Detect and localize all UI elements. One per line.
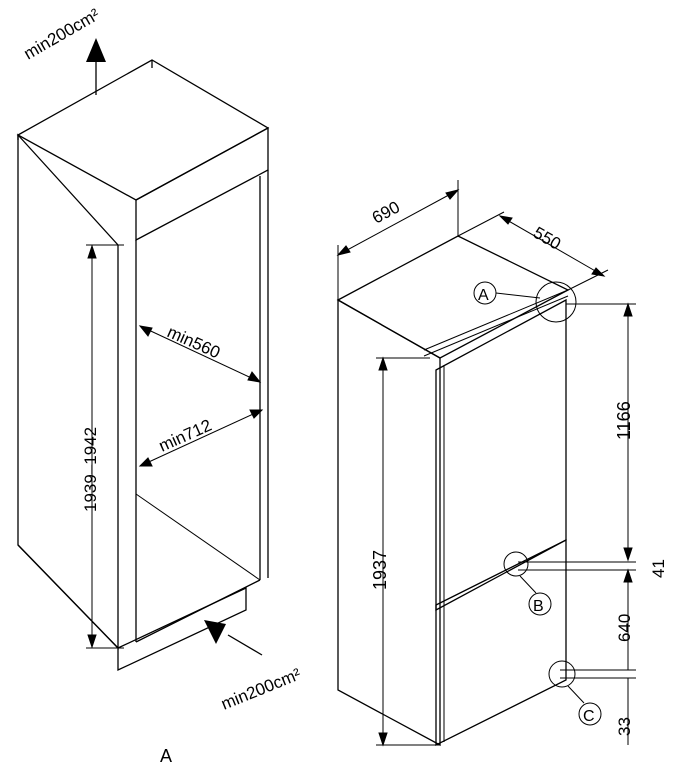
callout-c xyxy=(548,660,602,726)
appliance-height-label: 1937 xyxy=(370,550,390,590)
callout-b-label: B xyxy=(533,598,544,615)
middle-gap-label: 41 xyxy=(649,559,668,578)
bottom-vent-arrow xyxy=(204,620,263,656)
section-dimension-chain xyxy=(518,302,636,745)
appliance-depth-dimension xyxy=(457,211,609,291)
niche-top-beam xyxy=(135,126,269,242)
niche-cabinet xyxy=(16,59,270,672)
niche-width-label: min560 xyxy=(164,322,223,362)
top-vent-arrow xyxy=(86,38,106,95)
callout-c-label: C xyxy=(583,708,595,725)
niche-plinth xyxy=(117,586,247,672)
niche-height-label: 1939–1942 xyxy=(81,427,100,512)
appliance-width-dimension xyxy=(336,180,460,300)
lower-door xyxy=(435,538,567,747)
niche-side-panel xyxy=(17,133,119,650)
callout-a-label: A xyxy=(478,287,489,304)
niche-depth-dimension xyxy=(138,409,264,467)
bottom-gap-label: 33 xyxy=(615,717,634,736)
callout-a xyxy=(473,281,577,323)
bottom-vent-label: min200cm² xyxy=(218,664,303,713)
callout-b xyxy=(503,551,552,616)
niche-top xyxy=(16,59,270,201)
lower-section-label: 640 xyxy=(615,614,634,642)
niche-depth-label: min712 xyxy=(156,416,215,456)
niche-width-dimension xyxy=(138,325,262,383)
figure-letter: A xyxy=(160,746,172,766)
upper-door xyxy=(435,298,567,612)
niche-height-dimension xyxy=(86,244,124,649)
appliance-body xyxy=(336,235,570,747)
appliance-height-dimension xyxy=(376,356,440,747)
appliance-side xyxy=(337,298,441,747)
upper-section-label: 1166 xyxy=(614,401,634,440)
appliance-depth-label: 550 xyxy=(530,223,564,254)
